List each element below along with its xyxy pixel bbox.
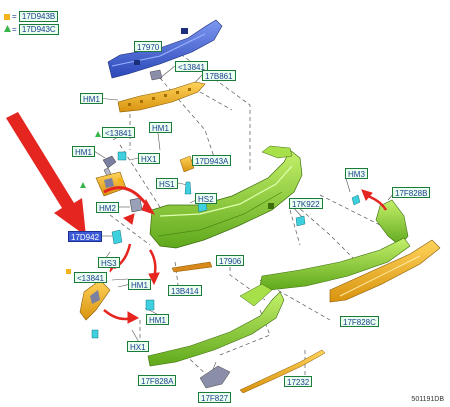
lower-lip-part — [147, 283, 285, 367]
callout-17B861: 17B861 — [202, 70, 236, 81]
callout-13B414: 13B414 — [168, 285, 202, 296]
callout-17F828A: 17F828A — [138, 375, 177, 386]
document-id: 501191DB — [411, 396, 444, 403]
legend-row-1: = 17D943B — [12, 11, 59, 22]
right-lower-trim-part — [351, 194, 409, 247]
trim-strip-part — [239, 349, 326, 394]
lower-left-bracket — [79, 279, 111, 339]
callout-17F828B: 17F828B — [392, 187, 431, 198]
lower-skid-plate-part — [329, 239, 441, 303]
legend-code-1: 17D943B — [18, 11, 59, 22]
callout-13841-low: <13841 — [74, 272, 107, 283]
callout-hm1-c: HM1 — [72, 146, 95, 157]
callout-13841-top: <13841 — [175, 61, 208, 72]
callout-17F827: 17F827 — [198, 392, 232, 403]
callout-hx1-a: HX1 — [138, 153, 160, 164]
legend-row-2: = 17D943C — [12, 24, 59, 35]
bumper-cover-part — [149, 145, 303, 249]
callout-hm1-a: HM1 — [80, 93, 103, 104]
callout-17D942-highlighted: 17D942 — [68, 231, 103, 242]
callout-17906: 17906 — [216, 255, 245, 266]
callout-hs2: HS2 — [195, 193, 217, 204]
highlight-pointer-arrow — [6, 112, 86, 236]
legend-green-triangle-icon — [4, 25, 11, 32]
callout-hs3: HS3 — [98, 257, 120, 268]
callout-17232: 17232 — [284, 376, 313, 387]
callout-hm1-e: HM1 — [146, 314, 169, 325]
legend-code-2: 17D943C — [18, 24, 59, 35]
callout-17K922: 17K922 — [289, 198, 323, 209]
left-bracket-cluster — [66, 131, 143, 274]
callout-hm1-b: HM1 — [149, 122, 172, 133]
callout-17970: 17970 — [134, 41, 163, 52]
callout-hm1-d: HM1 — [128, 279, 151, 290]
callout-17D943A: 17D943A — [192, 155, 232, 166]
callout-hm2: HM2 — [96, 202, 119, 213]
callout-hm3: HM3 — [345, 168, 368, 179]
callout-17F828C: 17F828C — [340, 316, 379, 327]
bolt-part — [149, 69, 163, 81]
callout-hx1-b: HX1 — [127, 341, 149, 352]
callout-13841-mid: <13841 — [102, 127, 135, 138]
grey-bracket-part — [199, 365, 231, 389]
callout-hs1: HS1 — [156, 178, 178, 189]
legend-yellow-square-icon — [4, 14, 10, 20]
energy-absorber-part — [117, 81, 206, 113]
